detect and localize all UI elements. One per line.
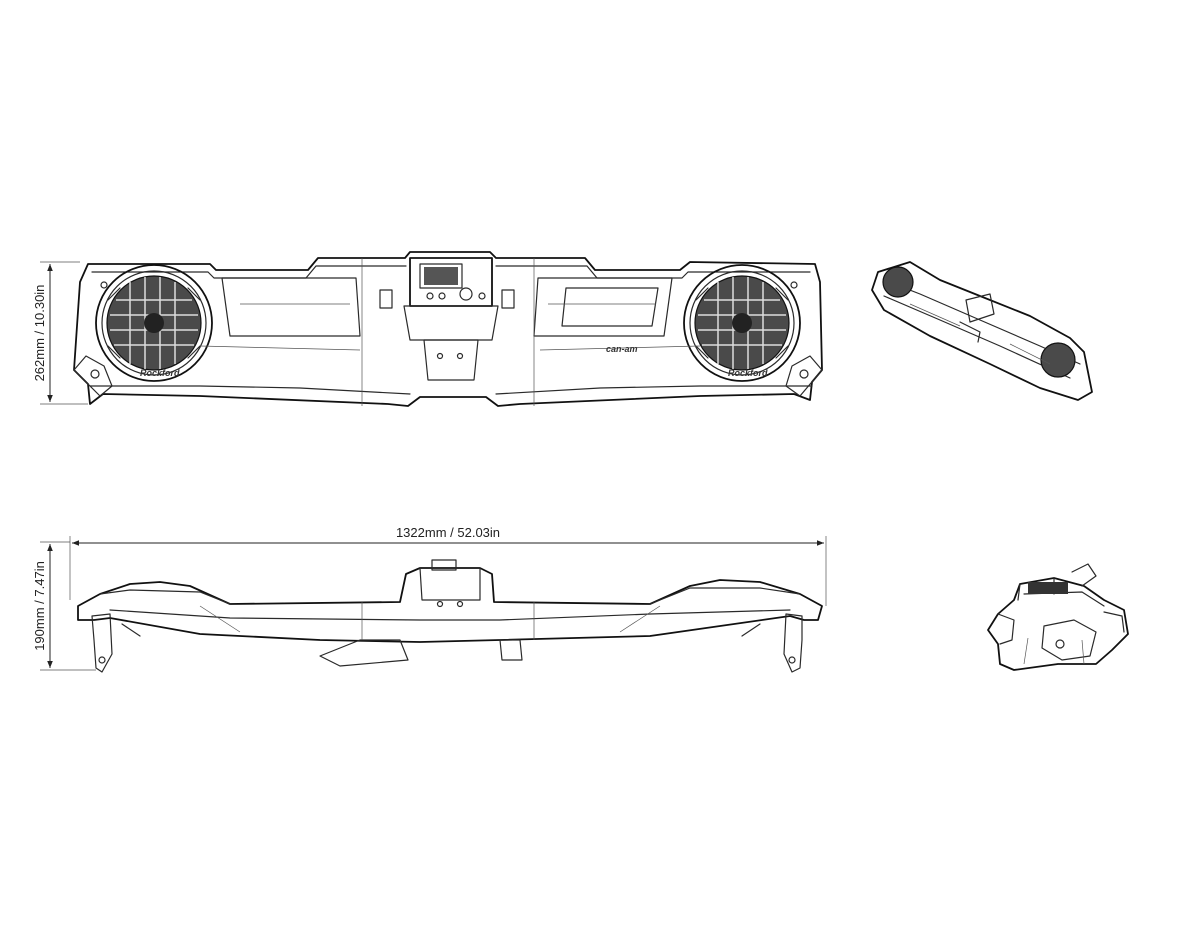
speaker-badge-left: Rockford [140, 368, 180, 378]
head-unit [403, 257, 499, 381]
speaker-right [683, 264, 801, 382]
speaker-badge-right: Rockford [728, 368, 768, 378]
height-front-label: 262mm / 10.30in [32, 285, 47, 382]
front-view: Rockford Rockford can-am [73, 251, 823, 407]
width-label: 1322mm / 52.03in [396, 525, 500, 540]
iso-view [871, 261, 1093, 401]
rear-elevation-view [77, 559, 823, 673]
side-view [987, 563, 1129, 671]
speaker-left [95, 264, 213, 382]
dimension-height-front: 262mm / 10.30in [32, 261, 88, 405]
dimension-height-side: 190mm / 7.47in [32, 541, 96, 671]
dimension-width: 1322mm / 52.03in [69, 525, 827, 606]
brand-logo: can-am [606, 344, 638, 354]
height-side-label: 190mm / 7.47in [32, 561, 47, 651]
